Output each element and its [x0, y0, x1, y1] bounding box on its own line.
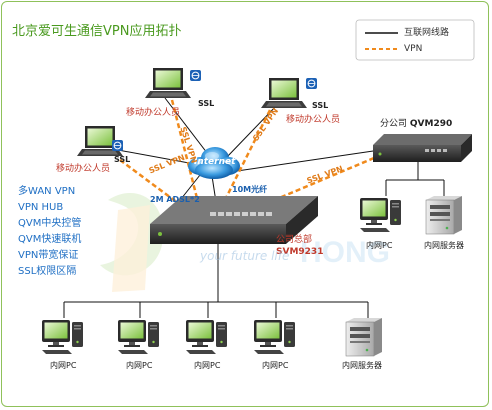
ssl-badge-icon — [305, 77, 318, 90]
svg-text:HONG: HONG — [300, 236, 390, 269]
hq-label: 公司总部 — [276, 235, 313, 245]
legend-internet-line-label: 互联网线路 — [404, 28, 450, 38]
watermark-text: your future life — [200, 249, 290, 263]
diagram-title: 北京爱可生通信VPN应用拓扑 — [12, 24, 182, 39]
laptop-icon — [261, 78, 307, 108]
feature-item: QVM中央控管 — [18, 218, 82, 229]
adsl-label: 2M ADSL*2 — [150, 195, 200, 204]
feature-item: VPN HUB — [18, 202, 64, 213]
internet-cloud-label: Internet — [194, 157, 236, 167]
fiber-label: 10M光纤 — [232, 185, 268, 194]
branch-model: QVM290 — [409, 119, 453, 129]
feature-item: QVM快速联机 — [18, 234, 82, 245]
ssl-label: SSL — [198, 99, 215, 108]
branch-lan-lines — [385, 162, 445, 196]
server-icon — [425, 195, 463, 235]
desktop-pc-icon — [254, 320, 295, 354]
internet-cloud-icon — [188, 147, 240, 179]
hq-model-label: SVM9231 — [276, 247, 324, 257]
ssl-badge-icon — [111, 139, 124, 152]
hq-pc-label: 内网PC — [262, 361, 289, 370]
mobile-user-label: 移动办公人员 — [56, 164, 111, 174]
desktop-pc-icon — [360, 198, 401, 232]
branch-vpn-device-icon — [373, 134, 472, 162]
hq-pc-label: 内网PC — [50, 361, 77, 370]
legend-vpn-line-label: VPN — [404, 44, 423, 54]
feature-item: 多WAN VPN — [18, 186, 76, 197]
desktop-pc-icon — [42, 320, 83, 354]
mobile-user-label: 移动办公人员 — [286, 115, 341, 125]
hq-pc-label: 内网PC — [194, 361, 221, 370]
branch-name: 分公司 — [380, 119, 408, 129]
server-icon — [345, 317, 383, 357]
hq-lan-lines — [63, 244, 369, 318]
branch-pc-label: 内网PC — [366, 241, 393, 250]
mobile-user-label: 移动办公人员 — [126, 108, 181, 118]
ssl-label: SSL — [312, 101, 329, 110]
desktop-pc-icon — [118, 320, 159, 354]
desktop-pc-icon — [186, 320, 227, 354]
hq-pc-label: 内网PC — [126, 361, 153, 370]
feature-item: VPN带宽保证 — [18, 250, 79, 261]
feature-list: 多WAN VPN VPN HUB QVM中央控管 QVM快速联机 VPN带宽保证… — [18, 184, 124, 288]
ssl-label: SSL — [114, 155, 131, 164]
hq-vpn-device-icon — [150, 196, 318, 244]
feature-item: SSL权限区隔 — [18, 266, 77, 277]
hq-server-label: 内网服务器 — [342, 361, 382, 370]
branch-server-label: 内网服务器 — [424, 241, 464, 250]
watermark-logo: HONG — [100, 192, 390, 292]
ssl-badge-icon — [189, 69, 202, 82]
laptop-icon — [145, 68, 191, 98]
branch-label: 分公司 QVM290 — [380, 120, 452, 129]
legend — [355, 19, 475, 61]
